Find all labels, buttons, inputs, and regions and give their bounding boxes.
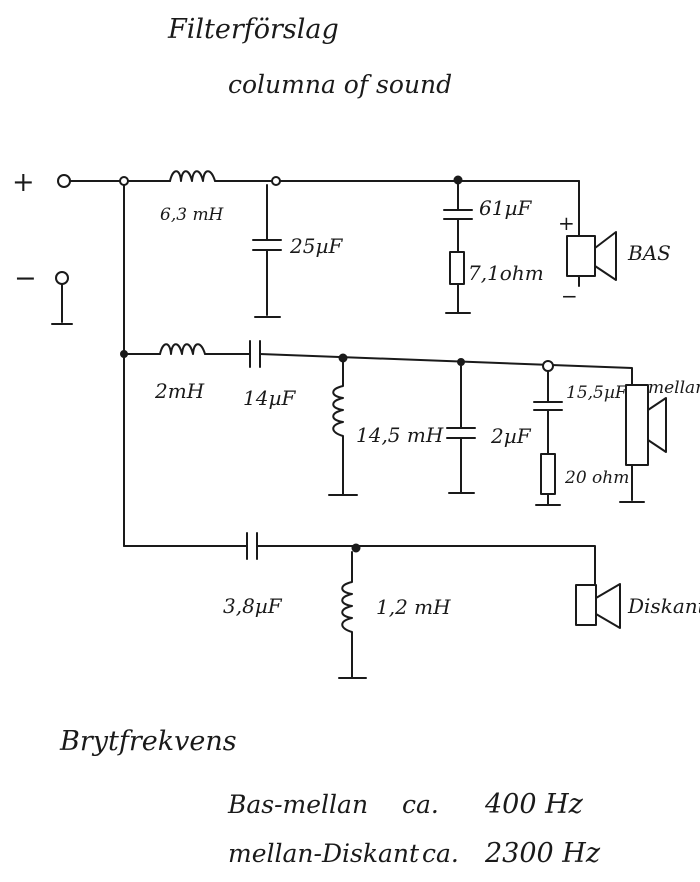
bass-zobel-res-label: 7,1ohm [468, 261, 544, 285]
crossover-heading: Brytfrekvens [59, 726, 237, 757]
plus-terminal [57, 174, 71, 188]
bass-inductor [169, 170, 216, 182]
mid-series-inductor [159, 343, 206, 355]
bass-speaker-icon [566, 231, 617, 281]
mid-shunt-inductor [328, 361, 358, 496]
crossover-row-bass-mid: Bas-mellan ca. 400 Hz [227, 789, 584, 820]
crossover-frequency: 400 Hz [484, 789, 584, 820]
bass-driver-label: BAS [627, 241, 671, 265]
tweeter-driver-label: Diskant [627, 594, 700, 618]
crossover-approx-label: ca. [422, 839, 459, 868]
bass-zobel-cap-label: 61µF [479, 196, 532, 220]
mid-zobel-cap-label: 15,5µF [566, 383, 628, 403]
mid-zobel-res-label: 20 ohm [564, 468, 629, 488]
plus-terminal-label: + [12, 167, 35, 198]
mid-branch [123, 340, 667, 506]
mid-shunt-cap-label: 2µF [490, 424, 532, 448]
tweeter-branch [123, 532, 621, 679]
minus-terminal [51, 271, 73, 325]
crossover-frequency: 2300 Hz [484, 838, 601, 869]
mid-series-capacitor [249, 340, 261, 368]
tweeter-shunt-inductor-label: 1,2 mH [376, 595, 451, 619]
crossover-pair-label: mellan-Diskant [228, 839, 420, 868]
tweeter-shunt-inductor [338, 551, 367, 679]
mid-shunt-capacitor [446, 365, 476, 494]
bass-inductor-label: 6,3 mH [160, 205, 225, 225]
mid-series-cap-label: 14µF [243, 386, 296, 410]
bass-driver-minus-label: − [561, 284, 578, 308]
mid-driver-label: mellan [648, 378, 700, 398]
bass-shunt-capacitor [252, 184, 282, 318]
crossover-row-mid-tweeter: mellan-Diskant ca. 2300 Hz [228, 838, 601, 869]
tweeter-series-capacitor [246, 532, 258, 560]
minus-terminal-label: − [14, 263, 37, 294]
bass-shunt-cap-label: 25µF [289, 234, 343, 258]
schematic-title: Filterförslag [167, 14, 339, 45]
bass-zobel-network [443, 183, 473, 314]
tweeter-speaker-icon [575, 583, 621, 629]
crossover-pair-label: Bas-mellan [227, 790, 368, 819]
crossover-approx-label: ca. [402, 790, 439, 819]
tweeter-series-cap-label: 3,8µF [223, 594, 283, 618]
mid-speaker-icon [625, 384, 667, 466]
mid-zobel-network [533, 370, 563, 506]
bass-branch [127, 170, 617, 318]
bass-driver-plus-label: + [558, 211, 575, 235]
mid-inductor-label: 2mH [154, 379, 205, 403]
mid-shunt-inductor-label: 14,5 mH [356, 423, 444, 447]
main-bus-wiring [69, 176, 129, 547]
schematic-subtitle: columna of sound [228, 70, 452, 99]
